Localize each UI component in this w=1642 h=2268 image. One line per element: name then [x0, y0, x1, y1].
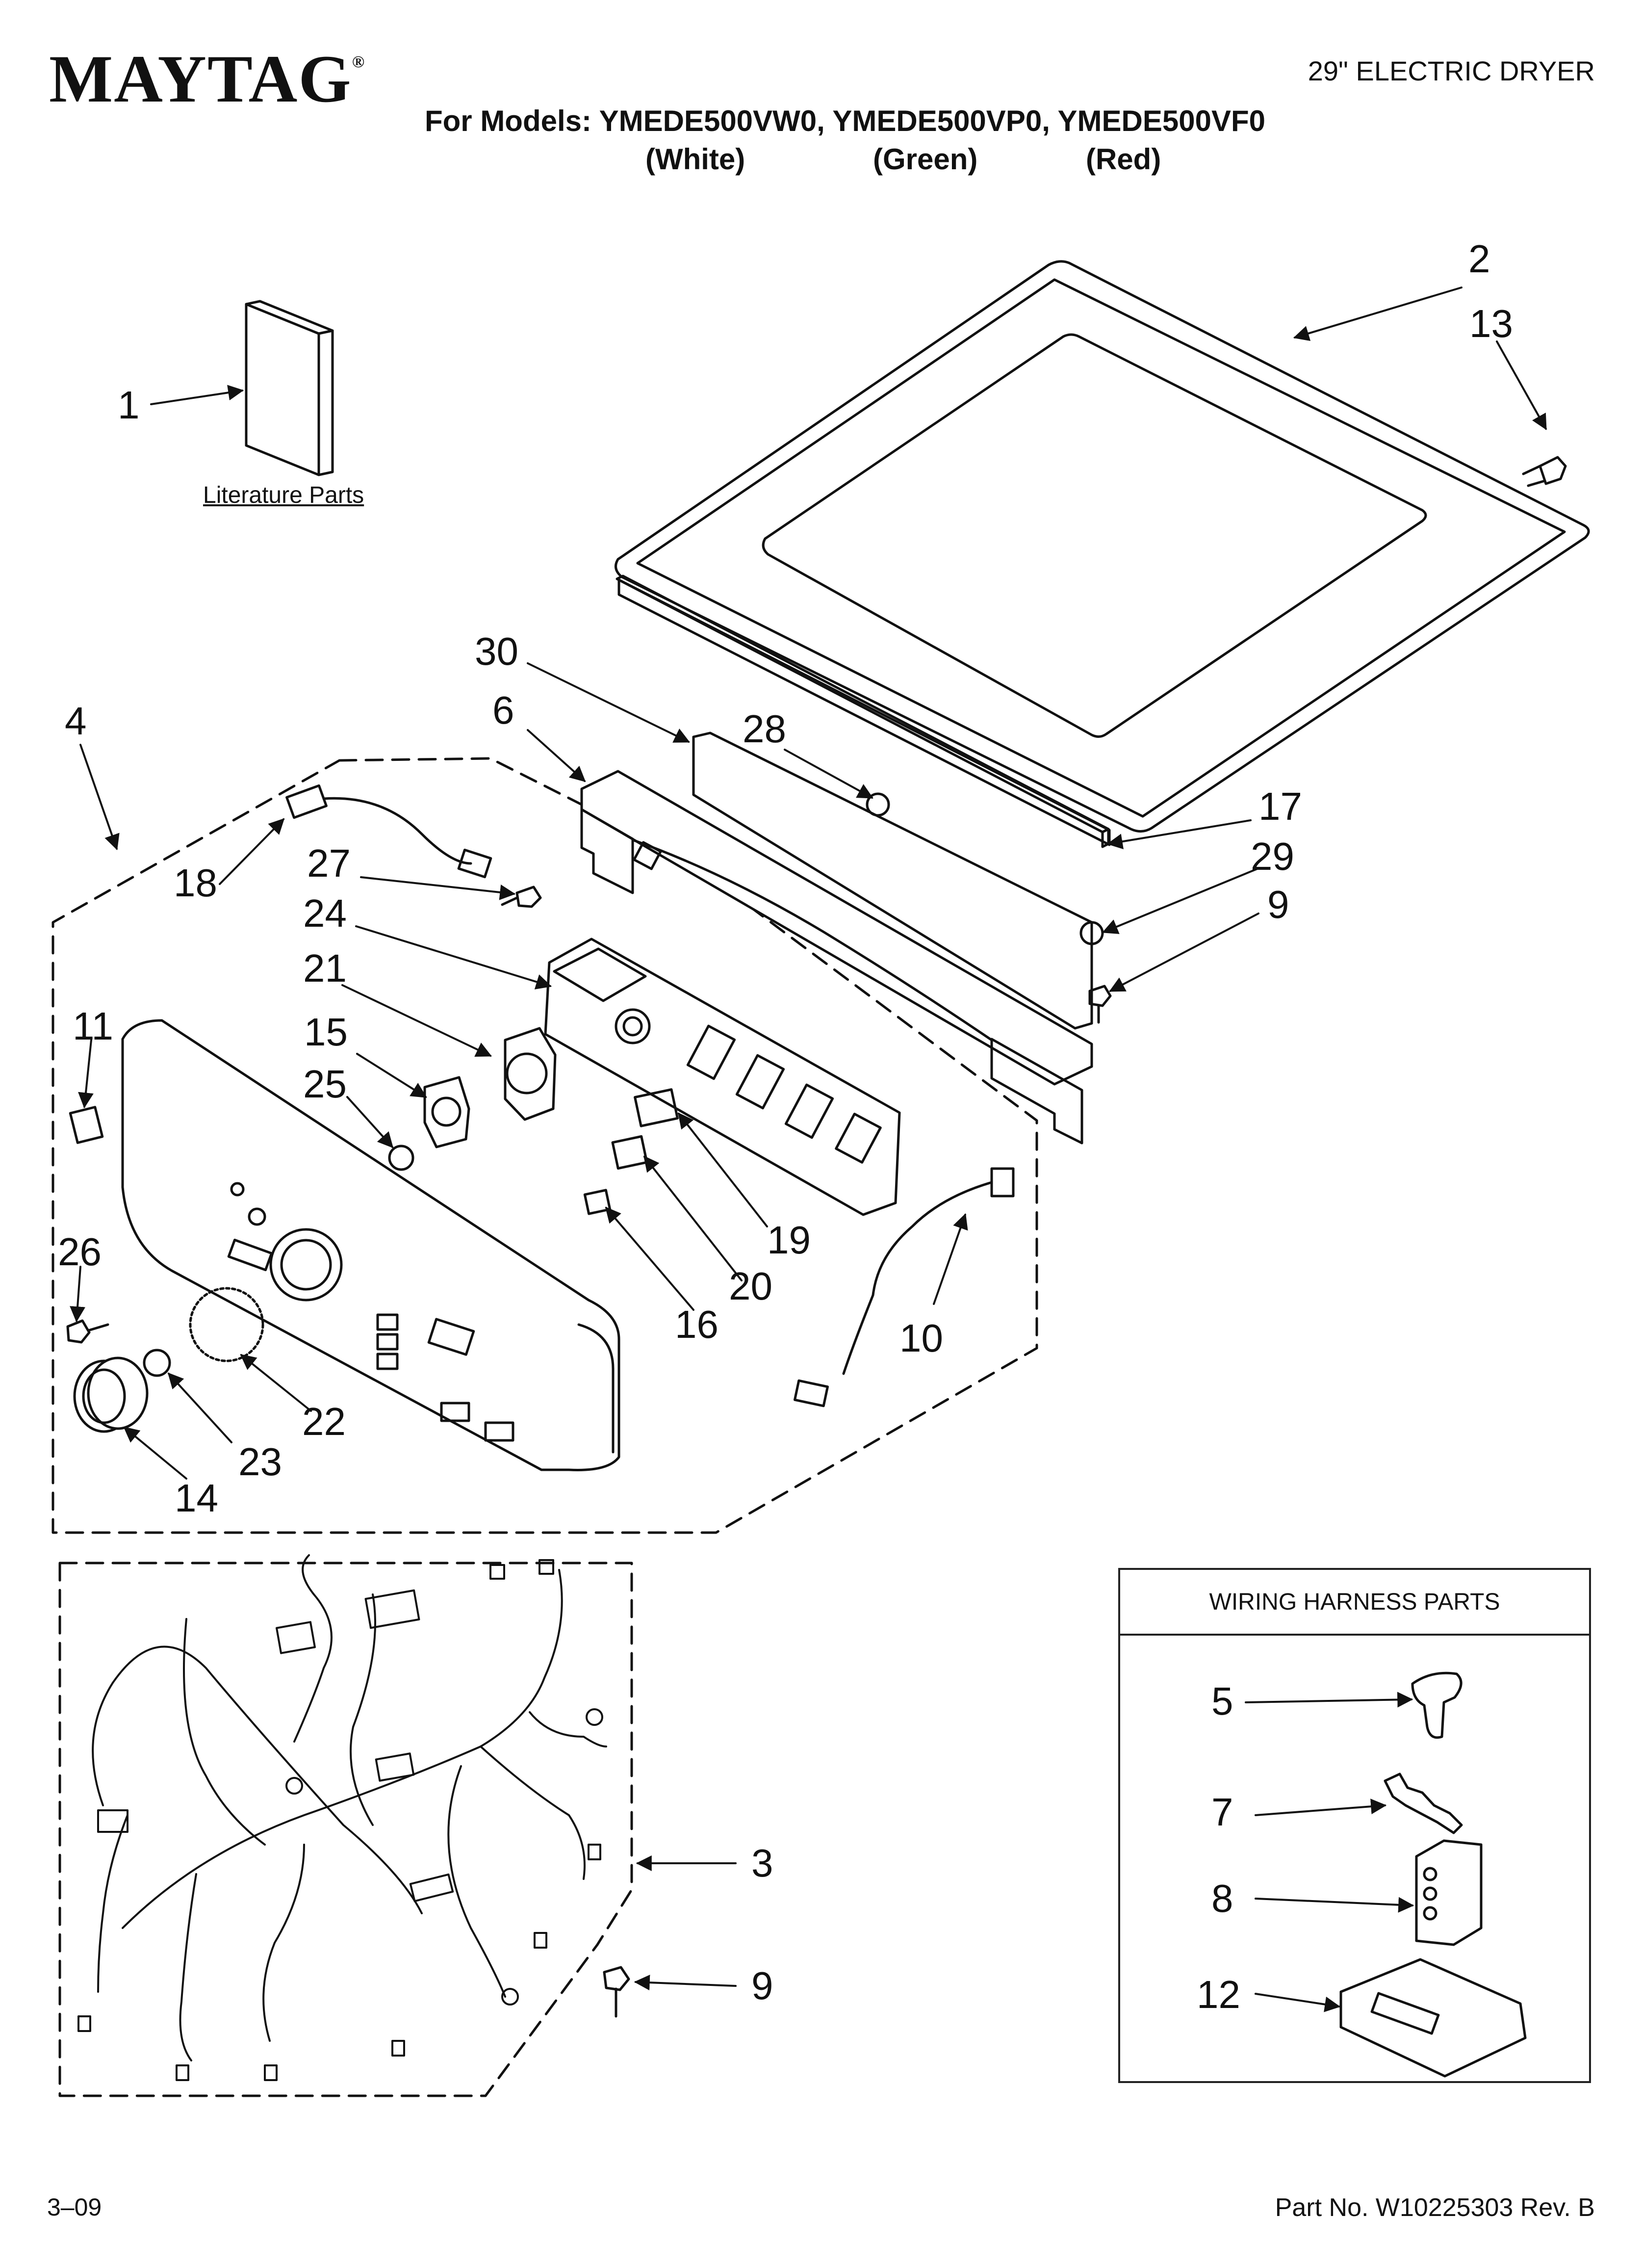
callout-14: 14 — [175, 1476, 218, 1520]
literature-parts-label: Literature Parts — [203, 482, 364, 508]
callout-7: 7 — [1211, 1790, 1233, 1834]
callout-8: 8 — [1211, 1877, 1233, 1920]
console-frame — [580, 770, 1093, 1145]
callout-10: 10 — [899, 1316, 943, 1360]
main-harness-outline — [58, 1562, 633, 2097]
screw-13 — [1522, 456, 1567, 487]
registered-mark: ® — [352, 53, 366, 71]
callout-20: 20 — [729, 1264, 772, 1308]
leader-lines — [70, 287, 1547, 2012]
callout-27: 27 — [307, 841, 351, 885]
harness-10 — [793, 1167, 1015, 1408]
callout-28: 28 — [743, 707, 786, 751]
footer-part-number: Part No. W10225303 Rev. B — [1275, 2193, 1595, 2222]
harness-part-7-terminal — [1384, 1773, 1463, 1834]
color-label-white: (White) — [645, 143, 745, 176]
screw-27 — [501, 886, 542, 908]
clip-11 — [69, 1106, 104, 1144]
encoder-housing-21 — [504, 1027, 557, 1121]
callout-23: 23 — [238, 1440, 282, 1484]
callout-4: 4 — [65, 699, 87, 743]
knob-14 — [73, 1356, 149, 1433]
callout-9-lower: 9 — [751, 1964, 773, 2007]
callout-6: 6 — [492, 688, 514, 732]
hub-23 — [143, 1349, 171, 1377]
button-20 — [611, 1135, 648, 1170]
literature-booklet — [245, 300, 334, 476]
disc-25 — [388, 1145, 414, 1171]
color-label-green: (Green) — [873, 143, 978, 176]
footer-date: 3–09 — [47, 2193, 102, 2221]
wiring-harness-parts-title: WIRING HARNESS PARTS — [1120, 1570, 1589, 1636]
callout-11: 11 — [73, 1004, 114, 1048]
models-line: For Models: YMEDE500VW0, YMEDE500VP0, YM… — [425, 104, 1265, 137]
wiring-harness-parts-box: WIRING HARNESS PARTS — [1118, 1568, 1591, 2083]
console-assembly-outline — [51, 757, 1038, 1534]
screw-26 — [66, 1319, 109, 1344]
callout-29: 29 — [1251, 834, 1294, 878]
nut-28 — [866, 792, 890, 817]
harness-part-12-block — [1339, 1958, 1527, 2078]
callout-21: 21 — [303, 946, 347, 990]
button-19 — [634, 1088, 679, 1127]
callout-5: 5 — [1211, 1679, 1233, 1723]
callout-22: 22 — [302, 1400, 346, 1443]
main-wiring-harness — [77, 1554, 607, 2081]
callout-2: 2 — [1468, 237, 1490, 281]
encoder-15 — [423, 1076, 470, 1148]
callout-3: 3 — [751, 1841, 773, 1885]
screw-9-lower — [603, 1966, 630, 2018]
color-label-red: (Red) — [1086, 143, 1161, 176]
callout-1: 1 — [118, 383, 140, 427]
button-16 — [583, 1189, 612, 1215]
harness-plug-18 — [285, 784, 492, 879]
callout-17: 17 — [1258, 784, 1302, 828]
document-type: 29" ELECTRIC DRYER — [1308, 55, 1595, 86]
callout-18: 18 — [174, 861, 217, 905]
callout-25: 25 — [303, 1062, 347, 1106]
overlay-panel-30 — [692, 731, 1093, 1030]
harness-part-8-connector — [1415, 1839, 1483, 1946]
callout-9-top: 9 — [1267, 883, 1289, 926]
control-board-24 — [544, 938, 901, 1216]
callout-30: 30 — [475, 629, 518, 673]
brand-logo: MAYTAG® — [49, 45, 365, 113]
console-front-panel — [121, 1019, 620, 1471]
callout-16: 16 — [675, 1303, 718, 1346]
top-panel — [615, 260, 1590, 846]
callout-26: 26 — [58, 1230, 102, 1274]
callout-19: 19 — [767, 1218, 811, 1262]
callout-15: 15 — [304, 1010, 348, 1054]
dial-ring-22 — [189, 1287, 264, 1362]
callout-24: 24 — [303, 891, 347, 935]
screw-9-top — [1088, 985, 1112, 1024]
harness-part-5-clip — [1411, 1671, 1462, 1739]
callout-13: 13 — [1469, 302, 1513, 345]
brand-name: MAYTAG — [49, 41, 352, 116]
callout-12: 12 — [1197, 1973, 1240, 2016]
